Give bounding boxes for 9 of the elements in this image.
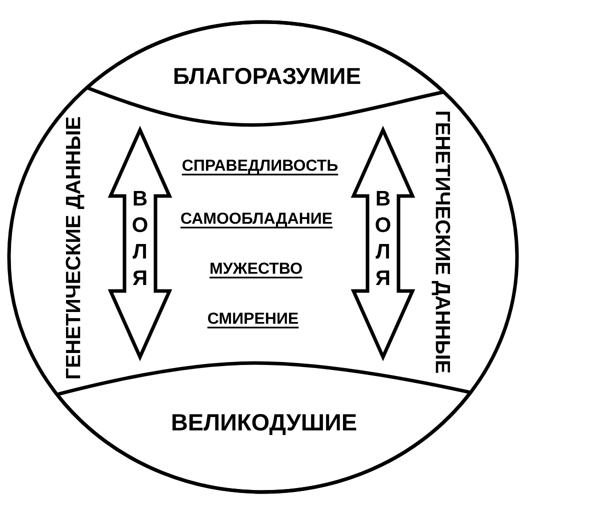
underlined-label: СМИРЕНИЕ: [207, 312, 299, 328]
vertical-label: ГЕНЕТИЧЕСКИЕ ДАННЫЕ: [66, 117, 84, 378]
edge-label: В О Л Я: [372, 190, 394, 286]
vertical-label: ГЕНЕТИЧЕСКИЕ ДАННЫЕ: [432, 112, 450, 373]
edge-label: В О Л Я: [129, 190, 151, 286]
underlined-label: СПРАВЕДЛИВОСТЬ: [182, 160, 338, 176]
underlined-label: МУЖЕСТВО: [210, 262, 302, 278]
underlined-label: САМООБЛАДАНИЕ: [180, 212, 333, 228]
circle: [7, 20, 519, 494]
